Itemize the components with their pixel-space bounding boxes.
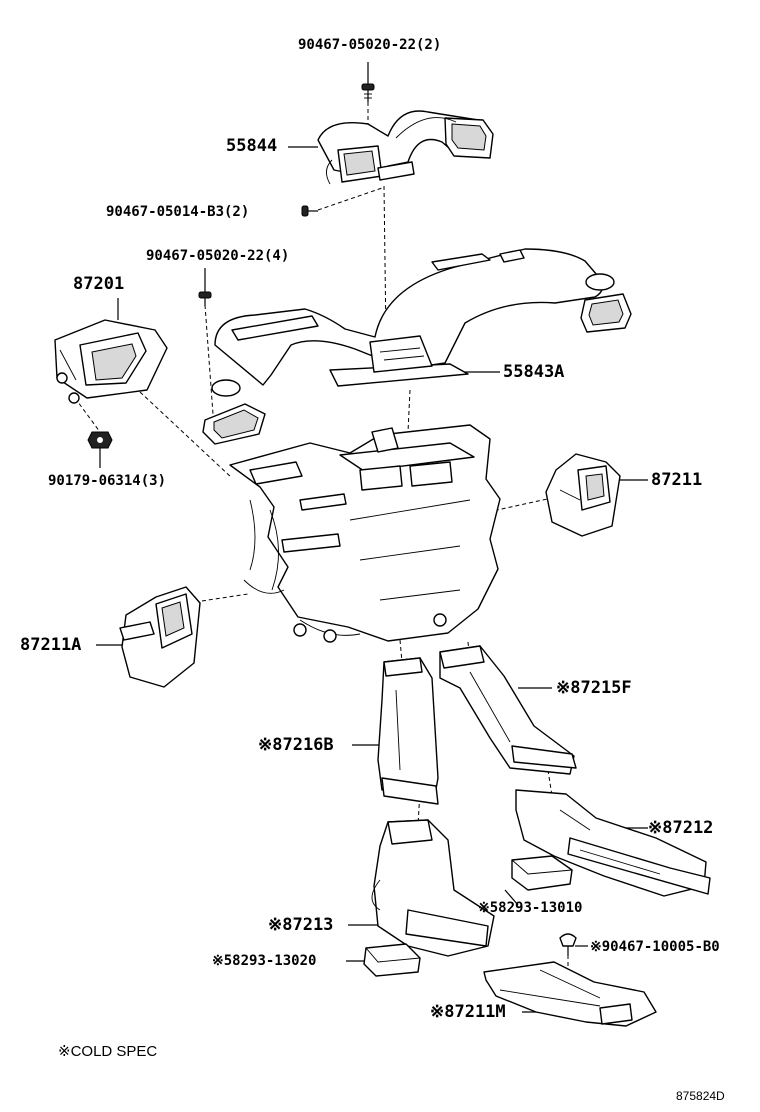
duct-87212-part [515,789,711,897]
duct-87211a-part [119,586,201,688]
label-duct-87216b: ※87216B [258,735,334,755]
label-bolt-left: 90467-05020-22(4) [146,248,290,264]
clip-icon [559,933,577,956]
bolt-mid-icon [301,205,318,217]
label-duct-87201: 87201 [73,274,125,294]
label-duct-87212: ※87212 [648,818,714,838]
nut-icon [87,431,113,449]
label-duct-87213: ※87213 [268,915,334,935]
label-duct-87211: 87211 [651,470,703,490]
heater-unit-part [229,424,501,643]
label-clip: ※90467-10005-B0 [590,939,720,955]
duct-87216b-part [377,657,439,805]
duct-55844-part [317,110,494,185]
label-pad-58293-13010: ※58293-13010 [478,900,583,916]
label-bolt-top: 90467-05020-22(2) [298,37,442,53]
label-nut: 90179-06314(3) [48,473,167,489]
duct-87211-part [545,453,621,537]
duct-87213-part [371,819,495,957]
label-duct-55843a: 55843A [503,362,565,382]
reference-code: 875824D [676,1089,725,1103]
label-duct-55844: 55844 [226,136,278,156]
label-bolt-mid: 90467-05014-B3(2) [106,204,250,220]
bolt-left-icon [198,291,212,306]
duct-87201-part [54,319,168,404]
pad-58293-13020-part [363,943,421,977]
label-duct-87211a: 87211A [20,635,82,655]
duct-87211m-part [483,961,657,1027]
label-pad-58293-13020: ※58293-13020 [212,953,317,969]
label-duct-87211m: ※87211M [430,1002,506,1022]
duct-55843a-part [202,248,632,445]
pad-58293-13010-part [511,855,573,891]
cold-spec-note: ※COLD SPEC [58,1043,158,1060]
duct-87215f-part [439,645,577,775]
bolt-top-icon [361,83,375,102]
label-duct-87215f: ※87215F [556,678,632,698]
